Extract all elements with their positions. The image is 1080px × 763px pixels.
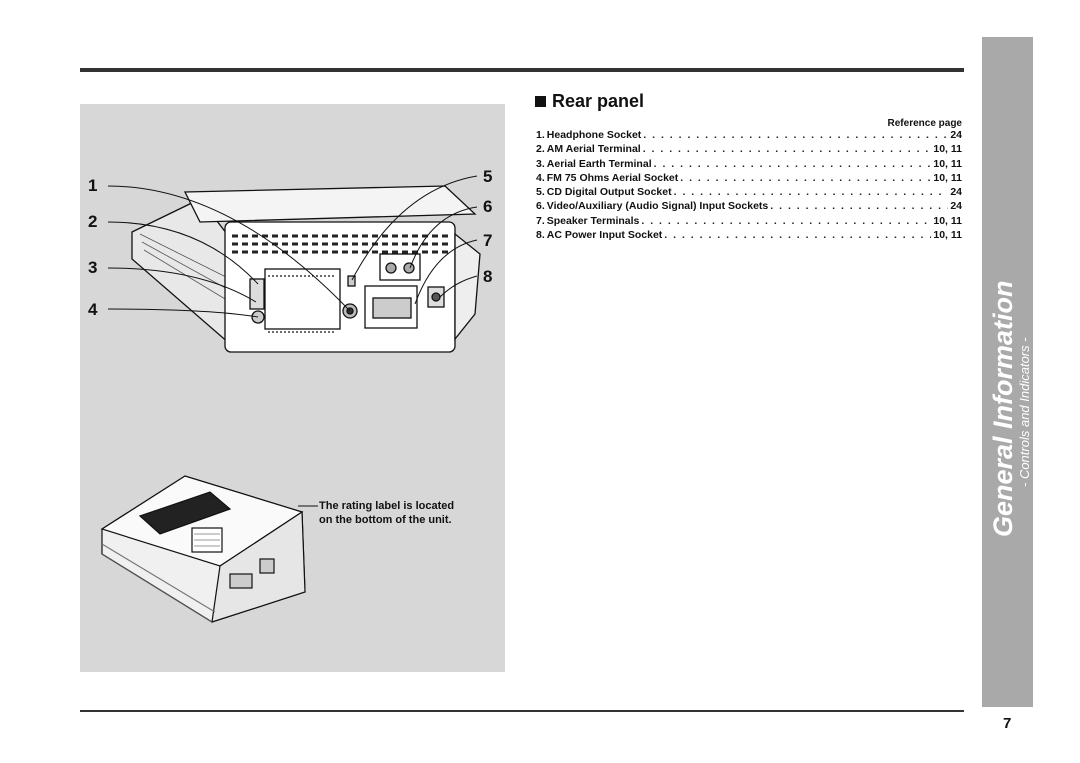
item-label: Aerial Earth Terminal: [546, 157, 652, 170]
callout-7: 7: [483, 231, 493, 250]
item-number: 2.: [536, 143, 545, 156]
side-tab-title: General Information: [988, 280, 1018, 537]
dot-leader: [664, 229, 931, 241]
item-page: 10, 11: [933, 229, 962, 242]
item-number: 1.: [536, 129, 545, 141]
callout-6: 6: [483, 197, 493, 216]
callout-8: 8: [483, 267, 493, 286]
dot-leader: [770, 200, 948, 212]
item-label: Video/Auxiliary (Audio Signal) Input Soc…: [546, 200, 769, 213]
item-label: AC Power Input Socket: [546, 229, 663, 242]
item-label: AM Aerial Terminal: [546, 143, 641, 156]
leader-lines: [107, 175, 478, 507]
unit-rear-view: [131, 185, 481, 353]
list-item: 8. AC Power Input Socket 10, 11: [536, 229, 962, 243]
list-item: 4. FM 75 Ohms Aerial Socket 10, 11: [536, 172, 962, 186]
reference-page-header: Reference page: [887, 118, 962, 129]
item-label: FM 75 Ohms Aerial Socket: [546, 171, 679, 184]
side-tab-text: General Information - Controls and Indic…: [988, 280, 1033, 537]
item-page: 24: [950, 186, 962, 199]
side-tab-subtitle: - Controls and Indicators -: [1017, 337, 1032, 487]
item-number: 8.: [536, 229, 545, 242]
reference-list: 1. Headphone Socket 24 2. AM Aerial Term…: [536, 129, 962, 243]
callout-2: 2: [88, 212, 98, 231]
dot-leader: [674, 186, 949, 198]
list-item: 5. CD Digital Output Socket 24: [536, 186, 962, 200]
rating-note-line-1: The rating label is located: [319, 500, 455, 512]
unit-bottom-view: [100, 475, 306, 623]
item-page: 10, 11: [933, 157, 962, 170]
item-number: 6.: [536, 200, 545, 213]
list-item: 2. AM Aerial Terminal 10, 11: [536, 143, 962, 157]
bottom-rule: [80, 710, 964, 712]
square-bullet-icon: [535, 96, 546, 107]
item-number: 4.: [536, 171, 545, 184]
dot-leader: [654, 158, 932, 170]
rear-panel-illustration: [100, 175, 481, 623]
item-number: 3.: [536, 157, 545, 170]
dot-leader: [643, 143, 932, 155]
item-page: 10, 11: [933, 214, 962, 227]
top-rule: [80, 68, 964, 72]
list-item: 3. Aerial Earth Terminal 10, 11: [536, 158, 962, 172]
rating-label-note: The rating label is located on the botto…: [319, 499, 499, 527]
item-page: 10, 11: [933, 143, 962, 156]
rating-note-line-2: on the bottom of the unit.: [319, 514, 452, 526]
dot-leader: [643, 129, 948, 141]
callout-1: 1: [88, 176, 98, 195]
item-number: 7.: [536, 214, 545, 227]
section-title: Rear panel: [535, 91, 644, 112]
side-tab: General Information - Controls and Indic…: [982, 37, 1033, 707]
callout-3: 3: [88, 258, 98, 277]
figure-panel: [80, 104, 505, 672]
list-item: 6. Video/Auxiliary (Audio Signal) Input …: [536, 200, 962, 214]
item-label: Speaker Terminals: [546, 214, 640, 227]
section-title-text: Rear panel: [552, 91, 645, 111]
page-number: 7: [1003, 715, 1012, 732]
item-label: Headphone Socket: [546, 129, 642, 141]
item-page: 10, 11: [933, 171, 962, 184]
callout-4: 4: [88, 300, 98, 319]
dot-leader: [680, 172, 931, 184]
list-item: 7. Speaker Terminals 10, 11: [536, 215, 962, 229]
list-item: 1. Headphone Socket 24: [536, 129, 962, 143]
item-page: 24: [950, 200, 962, 213]
item-page: 24: [950, 129, 962, 141]
dot-leader: [641, 215, 931, 227]
callout-5: 5: [483, 167, 493, 186]
item-label: CD Digital Output Socket: [546, 186, 672, 199]
item-number: 5.: [536, 186, 545, 199]
